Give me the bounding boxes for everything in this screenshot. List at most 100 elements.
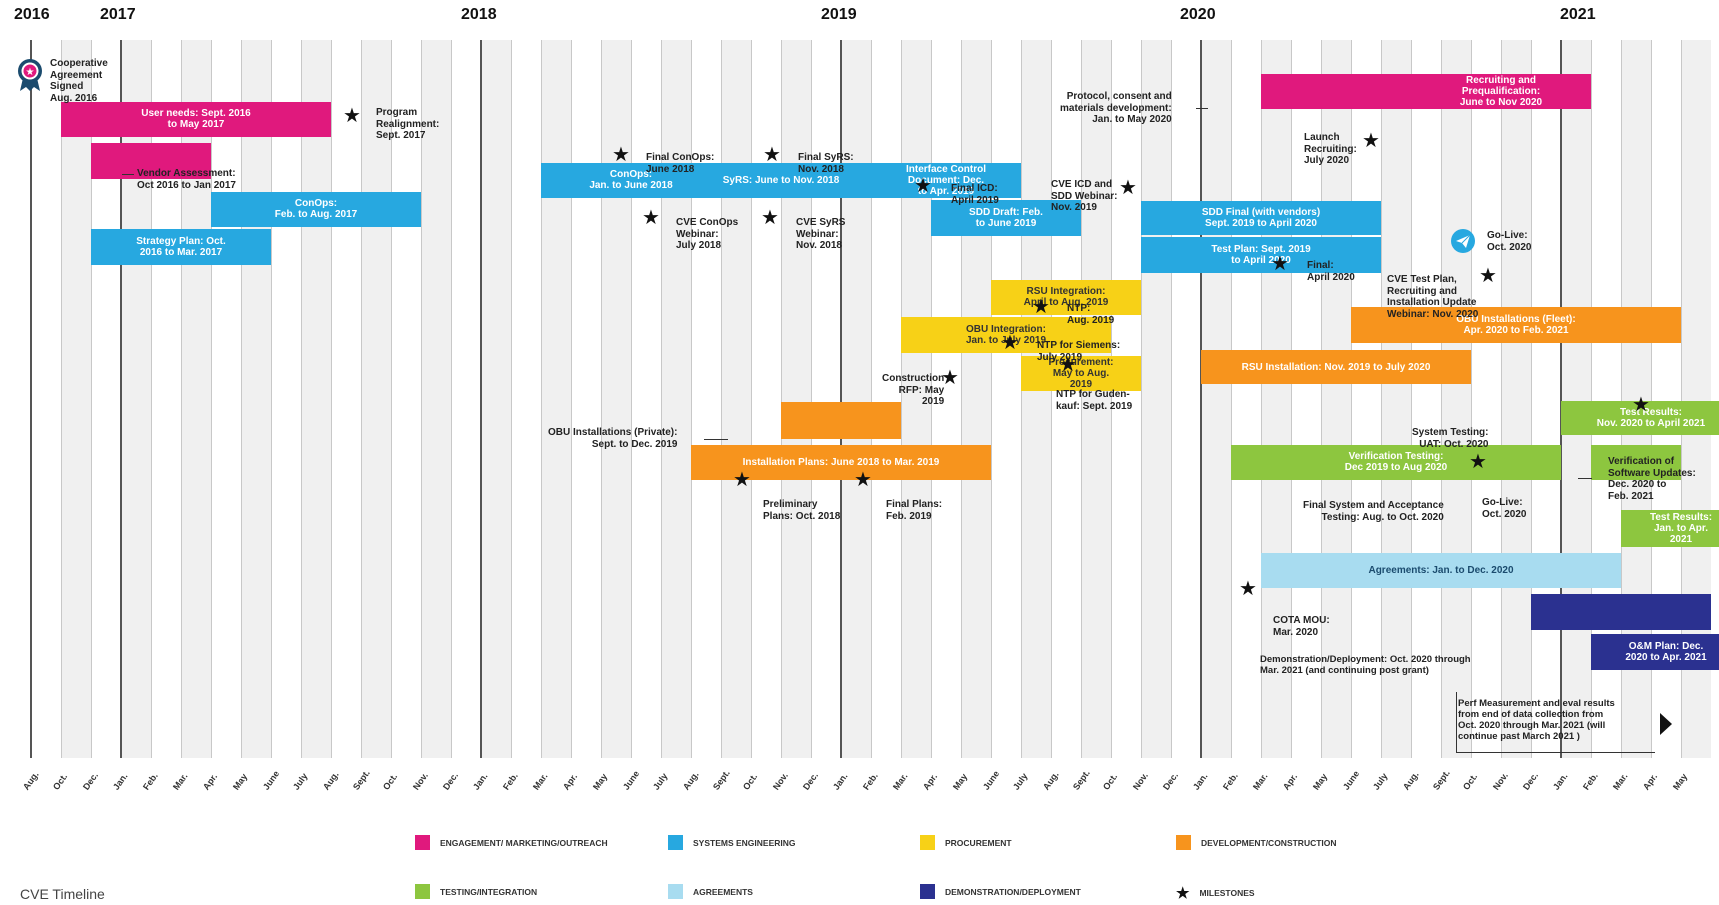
month-gridline (1531, 40, 1532, 758)
month-gridline (961, 40, 962, 758)
month-tick-label: May (1311, 771, 1330, 792)
milestone-star-icon: ★ (1239, 578, 1257, 600)
legend-swatch (920, 835, 935, 850)
milestone-star-icon: ★ (1479, 265, 1497, 287)
milestone-star-icon: ★ (642, 207, 660, 229)
go-live-bottom: Go-Live: Oct. 2020 (1482, 497, 1527, 520)
month-shade (721, 40, 751, 758)
milestone-star-icon: ★ (612, 144, 630, 166)
vendor-assessment-bar (91, 143, 211, 179)
legend-item-systems: SYSTEMS ENGINEERING (668, 835, 796, 850)
month-tick-label: Nov. (1491, 770, 1510, 792)
month-tick-label: Oct. (741, 771, 760, 792)
month-tick-label: Feb. (861, 770, 880, 792)
month-gridline (271, 40, 272, 758)
user-needs-bar: User needs: Sept. 2016 to May 2017 (61, 101, 331, 137)
legend-item-engagement: ENGAGEMENT/ MARKETING/OUTREACH (415, 835, 608, 850)
cve-test-plan: CVE Test Plan, Recruiting and Installati… (1387, 274, 1479, 320)
month-shade (481, 40, 511, 758)
legend-swatch (1176, 835, 1191, 850)
month-gridline (1051, 40, 1052, 758)
legend-label: PROCUREMENT (945, 837, 1012, 848)
legend-label: AGREEMENTS (693, 886, 753, 897)
month-gridline (901, 40, 902, 758)
month-tick-label: Aug. (1401, 769, 1421, 792)
month-shade (841, 40, 871, 758)
month-tick-label: Jan. (1551, 771, 1570, 792)
milestone-star-icon: ★ (763, 144, 781, 166)
ntp-aug: NTP: Aug. 2019 (1067, 303, 1115, 326)
month-tick-label: Oct. (381, 771, 400, 792)
month-shade (301, 40, 331, 758)
legend-item-procurement: PROCUREMENT (920, 835, 1012, 850)
month-gridline (331, 40, 332, 758)
year-label: 2016 (14, 6, 50, 23)
award-ribbon-icon: ★ (18, 59, 42, 91)
obu-integration-bar: OBU Integration: Jan. to July 2019 (901, 317, 1111, 353)
milestone-star-icon: ★ (1032, 296, 1050, 318)
month-gridline (1081, 40, 1082, 758)
perf-measurement: Perf Measurement and eval results from e… (1458, 698, 1615, 742)
system-testing: System Testing: UAT: Oct. 2020 (1412, 427, 1489, 450)
recruiting-bar: Recruiting and Prequalification: June to… (1411, 73, 1591, 109)
program-realignment: Program Realignment: Sept. 2017 (376, 107, 440, 141)
month-tick-label: July (1371, 771, 1390, 792)
month-gridline (721, 40, 722, 758)
month-gridline (421, 40, 422, 758)
month-tick-label: Mar. (531, 771, 550, 792)
sdd-draft-bar: SDD Draft: Feb. to June 2019 (931, 200, 1081, 236)
month-tick-label: Sept. (1431, 767, 1452, 792)
milestone-star-icon: ★ (1469, 451, 1487, 473)
month-shade (1321, 40, 1351, 758)
month-shade (541, 40, 571, 758)
go-live-top: Go-Live: Oct. 2020 (1487, 230, 1532, 253)
installation-plans-bar: Installation Plans: June 2018 to Mar. 20… (691, 444, 991, 480)
milestone-star-icon: ★ (1362, 130, 1380, 152)
month-shade (1141, 40, 1171, 758)
demonstration-bar (1531, 594, 1711, 630)
cota-mou: COTA MOU: Mar. 2020 (1273, 615, 1330, 638)
month-shade (781, 40, 811, 758)
month-tick-label: Dec. (1161, 770, 1181, 792)
month-gridline (301, 40, 302, 758)
month-gridline (1021, 40, 1022, 758)
month-tick-label: Jan. (111, 771, 130, 792)
month-gridline (1651, 40, 1652, 758)
month-tick-label: Apr. (1281, 771, 1300, 792)
month-gridline (1681, 40, 1682, 758)
rsu-integration-bar: RSU Integration: April to Aug. 2019 (991, 279, 1141, 315)
month-tick-label: Nov. (771, 770, 790, 792)
month-tick-label: Nov. (1131, 770, 1150, 792)
month-gridline (1411, 40, 1412, 758)
legend-swatch (668, 884, 683, 899)
milestone-star-icon: ★ (1059, 354, 1077, 376)
month-gridline (1261, 40, 1262, 758)
month-shade (1501, 40, 1531, 758)
year-divider (1560, 40, 1562, 758)
legend-label: DEMONSTRATION/DEPLOYMENT (945, 886, 1081, 897)
construction-rfp: Construction RFP: May 2019 (882, 373, 945, 407)
month-gridline (1351, 40, 1352, 758)
month-shade (901, 40, 931, 758)
month-gridline (1621, 40, 1622, 758)
month-tick-label: May (231, 771, 250, 792)
month-gridline (1231, 40, 1232, 758)
month-gridline (451, 40, 452, 758)
month-tick-label: Dec. (81, 770, 101, 792)
agreements-bar: Agreements: Jan. to Dec. 2020 (1261, 552, 1621, 588)
milestone-star-icon: ★ (1001, 332, 1019, 354)
month-gridline (631, 40, 632, 758)
legend-star-icon: ★ (1176, 885, 1190, 902)
connector-line (704, 439, 728, 440)
obu-private-bar (781, 401, 901, 439)
month-tick-label: May (1671, 771, 1690, 792)
month-gridline (1501, 40, 1502, 758)
year-divider (840, 40, 842, 758)
month-tick-label: Aug. (1041, 769, 1061, 792)
protocol-bar (1261, 73, 1411, 109)
chart-title: CVE Timeline (20, 886, 105, 902)
month-gridline (1381, 40, 1382, 758)
month-tick-label: Apr. (561, 771, 580, 792)
ntp-siemens: NTP for Siemens: July 2019 (1037, 340, 1121, 363)
month-tick-label: Aug. (21, 769, 41, 792)
